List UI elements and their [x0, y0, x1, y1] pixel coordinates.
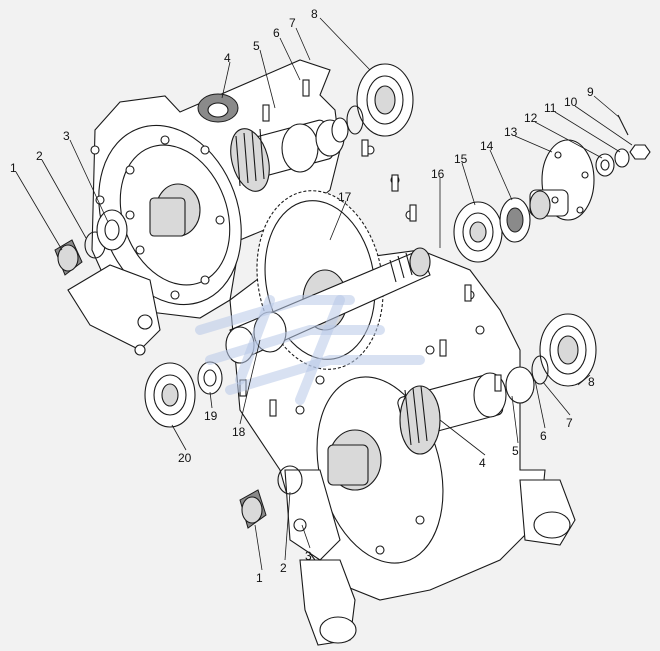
- upper-shaft-gear: [230, 117, 349, 192]
- callout-11: 11: [544, 101, 557, 115]
- callout-5-lower: 5: [512, 444, 519, 458]
- bearing-15: [453, 201, 503, 263]
- callout-5-upper: 5: [253, 39, 260, 53]
- callout-20: 20: [178, 451, 192, 465]
- leader-lines: [15, 17, 633, 571]
- callout-labels: 1 2 3 4 5 6 7 8 9 10 11 12 13 14 15 16 1…: [10, 7, 595, 585]
- bearing-20: [144, 362, 196, 428]
- callout-19: 19: [204, 409, 218, 423]
- washer-11: [614, 148, 630, 168]
- callout-14: 14: [480, 139, 494, 153]
- upper-housing: [67, 59, 341, 356]
- spacer-19: [197, 361, 223, 395]
- washer-12: [595, 153, 615, 177]
- callout-1-upper: 1: [10, 161, 17, 175]
- callout-3-lower: 3: [305, 549, 312, 563]
- callout-1-lower: 1: [256, 571, 263, 585]
- seal-ring-14: [499, 197, 531, 243]
- callout-16: 16: [431, 167, 445, 181]
- watermark-logo: [195, 295, 425, 405]
- callout-18: 18: [232, 425, 246, 439]
- callout-8-upper: 8: [311, 7, 318, 21]
- callout-10: 10: [564, 95, 578, 109]
- castle-nut-upper: [54, 239, 83, 276]
- callout-7-upper: 7: [289, 16, 296, 30]
- upper-housing-bolts: [90, 135, 225, 300]
- callout-9: 9: [587, 85, 594, 99]
- nut-10: [629, 144, 651, 160]
- lower-shaft-gear: [397, 366, 535, 455]
- callout-2-upper: 2: [36, 149, 43, 163]
- callout-17: 17: [338, 190, 352, 204]
- bearing-upper-8: [356, 63, 414, 137]
- castle-nut-lower: [239, 489, 267, 529]
- bearing-lower-8: [539, 313, 597, 387]
- callout-2-lower: 2: [280, 561, 287, 575]
- callout-12: 12: [524, 111, 538, 125]
- callout-7-lower: 7: [566, 416, 573, 430]
- callout-4-lower: 4: [479, 456, 486, 470]
- cotter-pin-9: [617, 114, 629, 136]
- callout-15: 15: [454, 152, 468, 166]
- callout-6-lower: 6: [540, 429, 547, 443]
- callout-6-upper: 6: [273, 26, 280, 40]
- seal-3-upper: [96, 209, 128, 251]
- callout-8-lower: 8: [588, 375, 595, 389]
- callout-4-upper: 4: [224, 51, 231, 65]
- output-flange-13: [529, 139, 595, 221]
- callout-3-upper: 3: [63, 129, 70, 143]
- callout-13: 13: [504, 125, 518, 139]
